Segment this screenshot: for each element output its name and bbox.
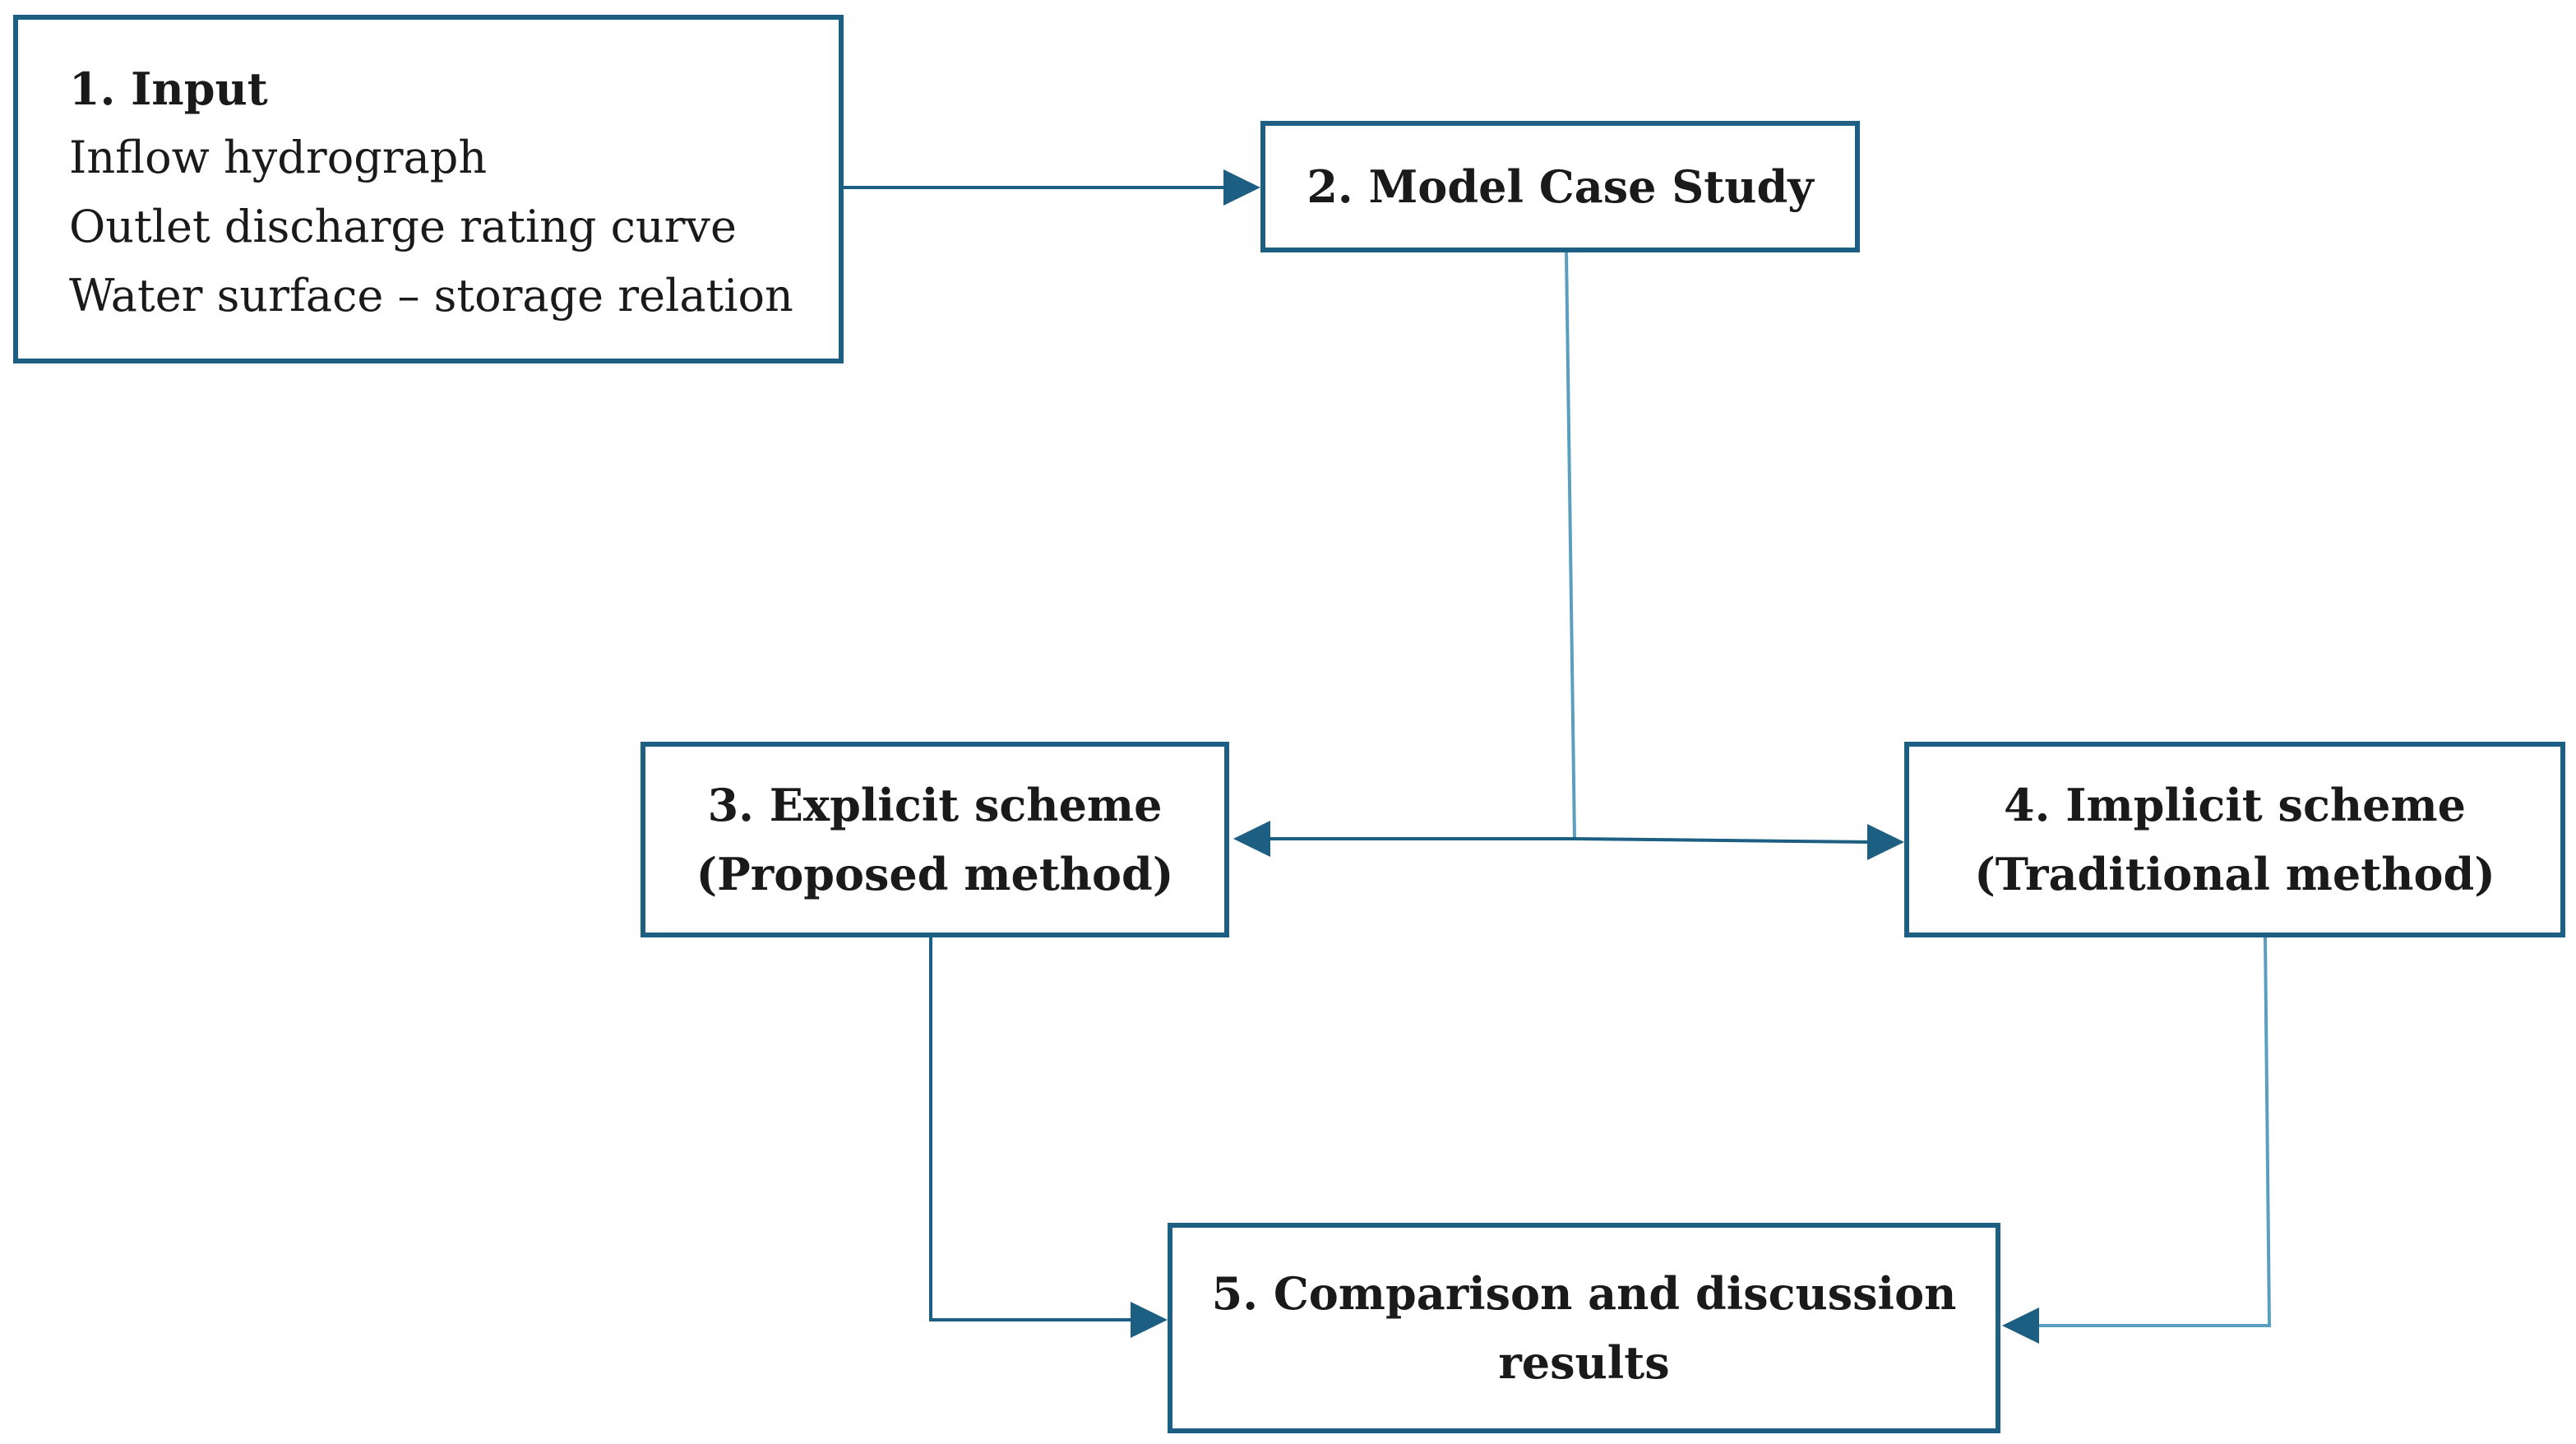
explicit-scheme-box: 3. Explicit scheme (Proposed method) [641, 742, 1229, 937]
arrowhead-implicit [1867, 824, 1904, 860]
input-line-inflow-hydrograph: Inflow hydrograph [69, 132, 488, 183]
arrowhead-model [1223, 169, 1260, 206]
edge-implicit-to-comparison [2037, 937, 2272, 1327]
model-case-study-label: 2. Model Case Study [1306, 160, 1814, 213]
arrowhead-explicit [1233, 821, 1270, 857]
input-title: 1. Input [69, 62, 268, 115]
input-box: 1. Input Inflow hydrograph Outlet discha… [13, 15, 844, 363]
arrowhead-comparison-right [2002, 1307, 2039, 1344]
comparison-sublabel: results [1498, 1336, 1670, 1389]
edge-explicit-to-comparison [929, 937, 1133, 1321]
edge-split-to-implicit [1574, 837, 1871, 844]
input-line-storage-relation: Water surface – storage relation [69, 270, 793, 322]
implicit-scheme-sublabel: (Traditional method) [1974, 848, 2495, 900]
implicit-scheme-box: 4. Implicit scheme (Traditional method) [1904, 742, 2565, 937]
comparison-box: 5. Comparison and discussion results [1168, 1223, 2000, 1433]
explicit-scheme-label: 3. Explicit scheme [707, 779, 1163, 831]
arrowhead-comparison-left [1131, 1302, 1168, 1338]
edge-model-down [1565, 252, 1576, 840]
implicit-scheme-label: 4. Implicit scheme [2004, 779, 2466, 831]
comparison-label: 5. Comparison and discussion [1211, 1267, 1957, 1320]
explicit-scheme-sublabel: (Proposed method) [696, 848, 1174, 900]
model-case-study-box: 2. Model Case Study [1260, 121, 1860, 252]
input-line-rating-curve: Outlet discharge rating curve [69, 201, 737, 252]
